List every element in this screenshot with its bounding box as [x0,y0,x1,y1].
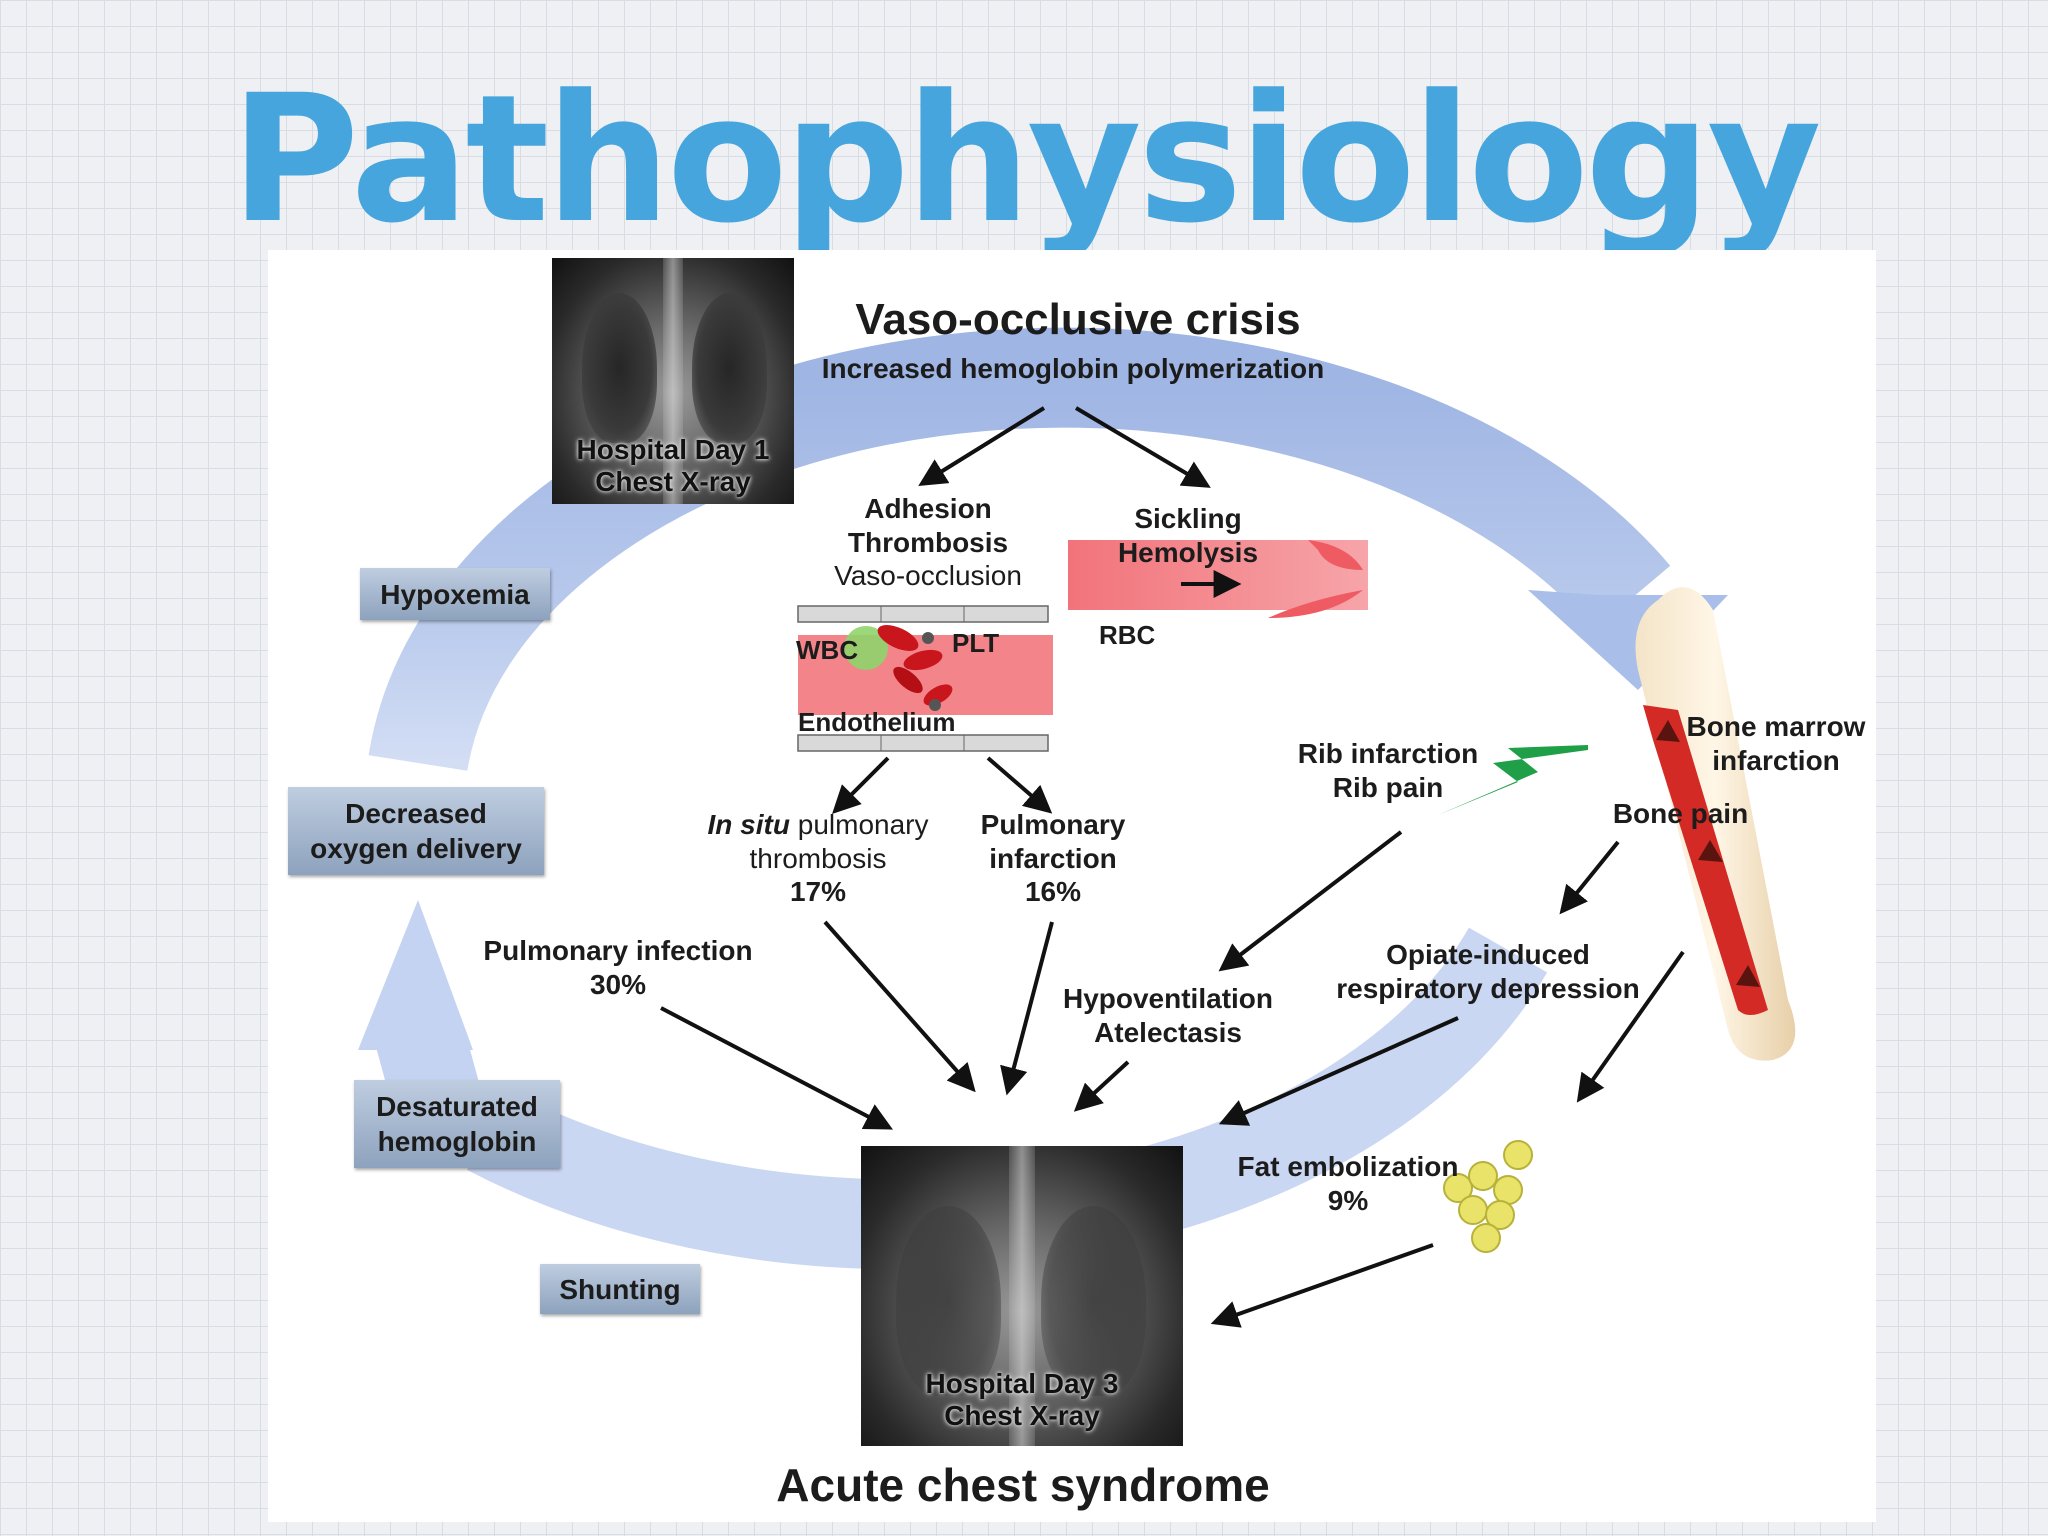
diagram-panel: Hospital Day 1 Chest X-ray Hospital Day … [268,250,1876,1522]
lightning-icon [1438,745,1588,815]
shunting-text: Shunting [559,1273,681,1305]
hypoxemia-text: Hypoxemia [380,578,530,610]
pulmonary-infection-label: Pulmonary infection 30% [468,934,768,1001]
pulm-infection-pct: 30% [589,968,647,1000]
desat-line2: hemoglobin [377,1126,537,1157]
sickling-line2: Hemolysis [1117,536,1259,568]
hypoventilation-line1: Hypoventilation [1062,983,1273,1014]
rib-line2: Rib pain [1332,771,1444,803]
opiate-line1: Opiate-induced [1386,939,1590,970]
rib-infarction-label: Rib infarction Rib pain [1288,737,1488,804]
xray-day3-line1: Hospital Day 3 [925,1367,1119,1399]
vaso-occlusive-heading: Vaso-occlusive crisis [855,295,1301,344]
bone-marrow-label: Bone marrow infarction [1676,710,1876,777]
adhesion-line2: Thrombosis [847,526,1009,558]
adhesion-label: Adhesion Thrombosis Vaso-occlusion [788,492,1068,593]
shunting-box: Shunting [540,1264,700,1314]
fat-globules [1443,1140,1533,1253]
bone-marrow-line2: infarction [1712,744,1840,776]
bone-marrow-line1: Bone marrow [1686,711,1866,742]
plt-label: PLT [952,628,1000,658]
rib-line1: Rib infarction [1297,738,1479,769]
insitu-line2: thrombosis [749,842,887,874]
xray-day1-line2: Chest X-ray [595,465,751,497]
opiate-line2: respiratory depression [1336,972,1640,1004]
hypoventilation-label: Hypoventilation Atelectasis [1053,982,1283,1049]
slide-title: Pathophysiology [230,57,1821,262]
xray-day1: Hospital Day 1 Chest X-ray [552,258,794,504]
wbc-label: WBC [796,635,859,665]
opiate-label: Opiate-induced respiratory depression [1328,938,1648,1005]
adhesion-line3: Vaso-occlusion [834,560,1022,592]
insitu-thrombosis-label: In situ pulmonary thrombosis 17% [688,808,948,909]
insitu-pct: 17% [789,876,847,908]
insitu-italic: In situ [707,809,790,840]
pulm-infarction-line1: Pulmonary [980,809,1126,840]
pulm-infarction-line2: infarction [989,842,1117,874]
hypoxemia-box: Hypoxemia [360,568,550,620]
vessel-diagram [797,605,1053,752]
endothelium-label: Endothelium [798,707,956,737]
bone-pain-label: Bone pain [1612,798,1749,829]
desaturated-hemoglobin-box: Desaturated hemoglobin [354,1080,560,1168]
fat-emb-line1: Fat embolization [1237,1151,1459,1182]
sickling-label: Sickling Hemolysis [1108,502,1268,569]
acute-chest-syndrome-title: Acute chest syndrome [776,1459,1270,1511]
decreased-oxygen-box: Decreased oxygen delivery [288,787,544,875]
fat-emb-pct: 9% [1327,1184,1369,1216]
flow-arrows [660,406,1685,1328]
rbc-label: RBC [1099,620,1156,650]
bone-illustration [1635,587,1796,1061]
pulm-infarction-pct: 16% [1024,876,1082,908]
xray-day3-line2: Chest X-ray [944,1399,1100,1431]
insitu-rest: pulmonary [789,809,929,840]
xray-day3: Hospital Day 3 Chest X-ray [861,1146,1183,1446]
pulm-infection-line1: Pulmonary infection [483,935,753,966]
pulmonary-infarction-label: Pulmonary infarction 16% [968,808,1138,909]
sickling-line1: Sickling [1134,503,1242,534]
decreased-line1: Decreased [345,798,487,829]
polymerization-subheading: Increased hemoglobin polymerization [821,353,1325,384]
decreased-line2: oxygen delivery [310,833,522,864]
hypoventilation-line2: Atelectasis [1094,1016,1242,1048]
fat-embolization-label: Fat embolization 9% [1228,1150,1468,1217]
desat-line1: Desaturated [376,1091,538,1122]
xray-day1-line1: Hospital Day 1 [576,433,770,465]
adhesion-line1: Adhesion [864,493,992,524]
